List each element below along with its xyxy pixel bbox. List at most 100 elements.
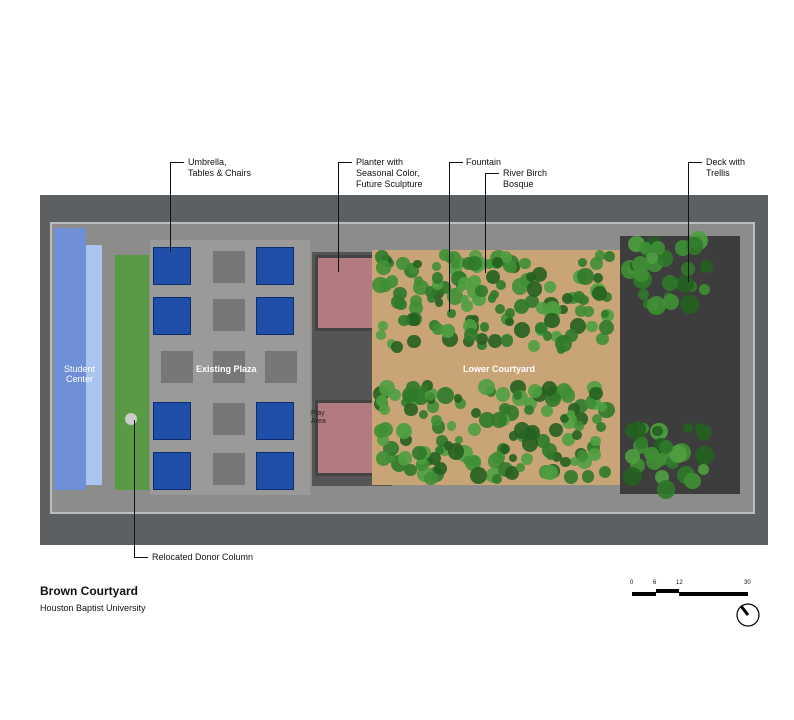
- tree-canopy: [586, 320, 598, 333]
- tree-canopy: [519, 258, 531, 270]
- tree-canopy: [375, 330, 386, 340]
- tree-canopy: [562, 293, 574, 305]
- tree-canopy: [404, 402, 418, 417]
- tree-canopy: [446, 421, 457, 431]
- tree-canopy: [372, 276, 389, 294]
- tree-canopy: [446, 288, 463, 305]
- tree-canopy: [560, 388, 575, 403]
- umbrella: [153, 247, 191, 285]
- tree-canopy: [552, 451, 563, 462]
- tree-canopy: [563, 469, 578, 485]
- tree-canopy: [525, 295, 539, 309]
- tree-canopy: [494, 303, 506, 315]
- tree-canopy: [485, 269, 501, 285]
- tree-canopy: [599, 465, 612, 479]
- paver: [212, 452, 246, 486]
- tree-canopy: [556, 344, 566, 354]
- tree-canopy: [684, 472, 701, 490]
- tree-canopy: [498, 402, 511, 415]
- tree-canopy: [588, 448, 602, 462]
- tree-canopy: [464, 328, 479, 342]
- tree-canopy: [514, 322, 531, 339]
- tree-canopy: [404, 463, 418, 477]
- umbrella: [256, 402, 294, 440]
- tree-canopy: [513, 298, 529, 314]
- lawn-strip: [115, 255, 149, 490]
- tree-canopy: [504, 307, 516, 319]
- callout-umbrella: Umbrella, Tables & Chairs: [188, 157, 252, 178]
- tree-canopy: [662, 275, 679, 292]
- tree-canopy: [520, 452, 534, 465]
- tree-canopy: [577, 268, 594, 286]
- tree-canopy: [569, 457, 580, 467]
- tree-canopy: [574, 421, 584, 431]
- paver: [212, 250, 246, 284]
- tree-canopy: [590, 435, 601, 447]
- tree-canopy: [680, 294, 700, 314]
- scale-tick: 12: [676, 580, 683, 586]
- tree-canopy: [598, 319, 615, 335]
- tree-canopy: [524, 404, 535, 415]
- tree-canopy: [491, 473, 503, 484]
- tree-canopy: [499, 444, 511, 455]
- tree-canopy: [501, 334, 514, 347]
- tree-canopy: [496, 279, 507, 290]
- tree-canopy: [625, 449, 641, 465]
- tree-canopy: [662, 293, 679, 310]
- tree-canopy: [447, 443, 464, 460]
- tree-canopy: [376, 260, 391, 275]
- tree-canopy: [542, 331, 553, 341]
- tree-canopy: [622, 467, 642, 487]
- tree-canopy: [397, 423, 411, 436]
- tree-canopy: [397, 451, 413, 466]
- callout-donor-column: Relocated Donor Column: [152, 552, 254, 562]
- umbrella: [153, 402, 191, 440]
- tree-canopy: [589, 386, 603, 401]
- planter: [315, 400, 383, 476]
- tree-canopy: [431, 272, 444, 284]
- tree-canopy: [400, 434, 413, 446]
- tree-canopy: [572, 290, 585, 303]
- tree-canopy: [505, 317, 514, 327]
- tree-canopy: [375, 394, 389, 408]
- tree-canopy: [512, 390, 523, 400]
- tree-canopy: [600, 309, 610, 319]
- paver: [212, 350, 246, 384]
- callout-deck: Deck with Trellis: [706, 157, 746, 178]
- tree-canopy: [566, 410, 576, 419]
- tree-canopy: [477, 341, 487, 351]
- tree-canopy: [475, 284, 488, 298]
- plan-title: Brown Courtyard: [40, 584, 139, 598]
- tree-canopy: [400, 397, 410, 407]
- tree-canopy: [695, 446, 715, 466]
- tree-canopy: [460, 294, 470, 304]
- paver: [264, 350, 298, 384]
- tree-canopy: [376, 450, 392, 466]
- tree-canopy: [470, 407, 482, 419]
- paver: [160, 350, 194, 384]
- tree-canopy: [398, 314, 410, 326]
- tree-canopy: [508, 453, 518, 463]
- tree-canopy: [431, 415, 442, 426]
- tree-canopy: [682, 423, 693, 434]
- tree-canopy: [425, 391, 436, 401]
- tree-canopy: [454, 256, 467, 269]
- tree-canopy: [636, 437, 648, 449]
- tree-canopy: [489, 290, 499, 300]
- tree-canopy: [455, 398, 466, 409]
- tree-canopy: [548, 422, 564, 438]
- tree-canopy: [412, 259, 422, 269]
- tree-canopy: [378, 321, 388, 331]
- paver: [212, 298, 246, 332]
- tree-canopy: [559, 456, 571, 468]
- tree-canopy: [477, 378, 495, 396]
- tree-canopy: [535, 321, 548, 334]
- tree-canopy: [562, 433, 575, 446]
- tree-canopy: [395, 298, 407, 311]
- tree-canopy: [676, 275, 694, 293]
- tree-canopy: [491, 256, 503, 268]
- tree-canopy: [434, 445, 445, 456]
- scale-tick: 0: [630, 580, 634, 586]
- tree-canopy: [453, 394, 463, 404]
- tree-canopy: [540, 404, 553, 418]
